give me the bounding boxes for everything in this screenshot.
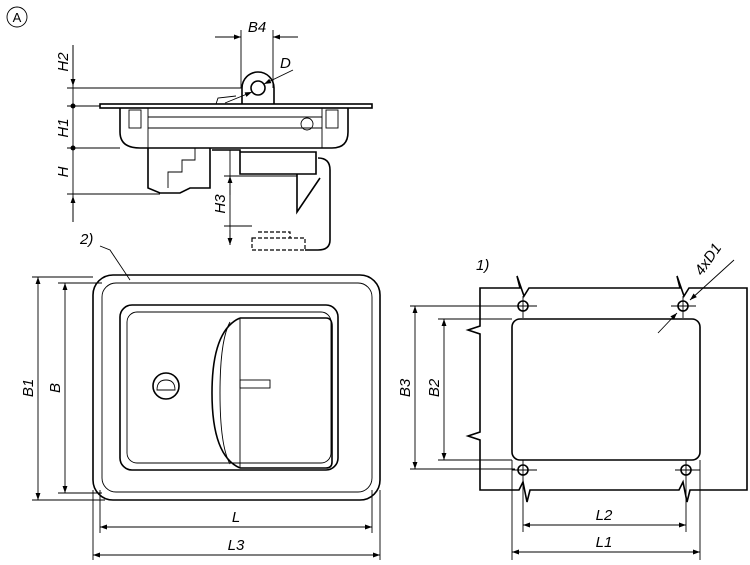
front-view: B1 B L L3 2) [20, 231, 381, 560]
housing [119, 108, 349, 149]
svg-text:2): 2) [79, 231, 93, 248]
svg-text:D: D [280, 55, 291, 72]
svg-text:L2: L2 [596, 507, 613, 524]
nut-right [325, 109, 339, 129]
pin-hole [250, 80, 266, 96]
svg-text:B2: B2 [426, 378, 443, 397]
recess [119, 304, 339, 471]
svg-text:B4: B4 [248, 19, 266, 36]
svg-text:L1: L1 [596, 534, 613, 551]
rivet [300, 117, 314, 131]
svg-text:L: L [232, 509, 240, 526]
cutout-view: 4xD1 1) B3 B2 L2 L1 [397, 240, 748, 560]
panel-outline [465, 275, 748, 503]
svg-text:A: A [13, 10, 22, 25]
svg-text:B1: B1 [20, 379, 37, 397]
svg-text:H: H [55, 166, 72, 177]
pin-lug [241, 71, 275, 104]
svg-text:H3: H3 [212, 194, 229, 214]
view-marker: A [6, 6, 28, 28]
nut-left [128, 109, 142, 129]
mounting-holes [512, 296, 700, 482]
inner-frame [101, 282, 373, 493]
svg-text:1): 1) [476, 257, 489, 274]
svg-text:B3: B3 [397, 378, 414, 397]
outer-frame [92, 274, 381, 501]
handle [240, 317, 333, 469]
cutout [511, 318, 701, 461]
flange [99, 103, 373, 109]
svg-text:H2: H2 [55, 52, 72, 72]
svg-text:B: B [47, 383, 64, 393]
svg-text:L3: L3 [228, 537, 245, 554]
lock-icon [152, 372, 180, 400]
svg-text:H1: H1 [55, 118, 72, 137]
side-view: H2 H1 H B4 D H3 [55, 19, 373, 251]
